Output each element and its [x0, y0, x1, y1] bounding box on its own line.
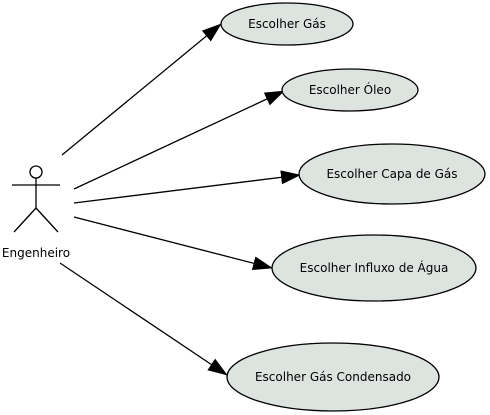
- use-case-label: Escolher Influxo de Água: [300, 260, 449, 275]
- use-case-escolher-gas-condensado[interactable]: Escolher Gás Condensado: [226, 342, 440, 412]
- use-case-ellipse: [226, 342, 440, 412]
- association-arrow-uc2[interactable]: [73, 90, 285, 190]
- use-case-ellipse: [271, 234, 477, 302]
- association-arrow-uc1[interactable]: [61, 23, 222, 156]
- association-arrow-uc3[interactable]: [73, 170, 301, 204]
- actor-label: Engenheiro: [2, 246, 70, 260]
- actor-engenheiro[interactable]: Engenheiro: [2, 165, 70, 260]
- use-case-escolher-oleo[interactable]: Escolher Óleo: [281, 68, 419, 112]
- use-case-escolher-influxo-de-agua[interactable]: Escolher Influxo de Água: [271, 234, 477, 302]
- associations: [59, 23, 301, 376]
- use-case-escolher-capa-de-gas[interactable]: Escolher Capa de Gás: [298, 143, 486, 205]
- use-case-ellipse: [220, 2, 354, 46]
- use-case-label: Escolher Capa de Gás: [326, 167, 457, 181]
- stick-figure-icon: [12, 165, 60, 233]
- use-case-ellipse: [298, 143, 486, 205]
- use-case-label: Escolher Gás: [248, 17, 326, 31]
- association-arrow-uc5[interactable]: [59, 262, 228, 376]
- use-case-ellipse: [281, 68, 419, 112]
- use-case-label: Escolher Gás Condensado: [255, 370, 411, 384]
- use-case-label: Escolher Óleo: [309, 82, 391, 97]
- use-case-escolher-gas[interactable]: Escolher Gás: [220, 2, 354, 46]
- association-arrow-uc4[interactable]: [73, 216, 273, 271]
